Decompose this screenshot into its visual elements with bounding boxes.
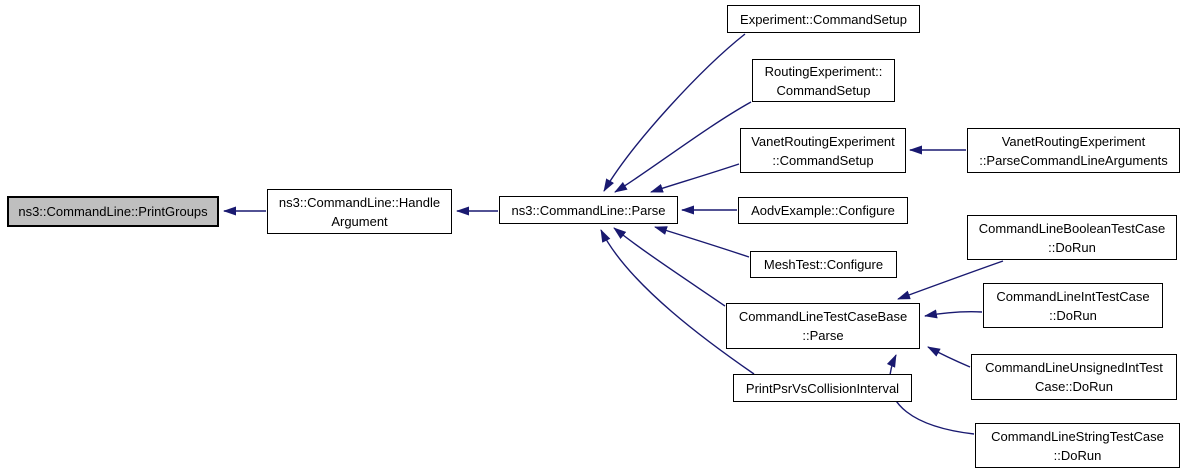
node-label: AodvExample::Configure [751, 203, 895, 218]
node-label: ::DoRun [1048, 239, 1096, 255]
node-vanetroutingexperiment-commandsetup[interactable]: VanetRoutingExperiment ::CommandSetup [740, 128, 906, 173]
node-label: ns3::CommandLine::PrintGroups [18, 204, 208, 219]
node-commandlinetestcasebase-parse[interactable]: CommandLineTestCaseBase ::Parse [726, 303, 920, 349]
node-label: CommandLineUnsignedIntTest [985, 360, 1163, 375]
node-aodvexample-configure[interactable]: AodvExample::Configure [738, 197, 908, 224]
node-label: ::CommandSetup [772, 152, 874, 168]
node-label: PrintPsrVsCollisionInterval [745, 380, 900, 396]
node-label: MeshTest::Configure [763, 257, 884, 272]
node-label: CommandLineBooleanTestCase [978, 220, 1166, 236]
edge-unsigned-int-do-run-to-cltcb-parse [927, 346, 971, 368]
node-commandlinestringtestcase-dorun[interactable]: CommandLineStringTestCase ::DoRun [975, 423, 1180, 468]
node-ns3-commandline-printgroups: ns3::CommandLine::PrintGroups [7, 196, 219, 227]
node-label: CommandSetup [776, 82, 871, 98]
edge-experiment-command-setup-to-parse [603, 33, 746, 192]
node-label: ::ParseCommandLineArguments [979, 152, 1168, 168]
node-label: CommandLineStringTestCase [991, 428, 1164, 444]
node-label: VanetRoutingExperiment [751, 133, 895, 149]
edge-print-psr-to-parse [600, 229, 755, 375]
node-label: ns3::CommandLine::Handle [278, 194, 441, 210]
node-label: RoutingExperiment:: [764, 63, 883, 79]
node-label: ::DoRun [1053, 447, 1102, 463]
node-commandlineunsignedinttestcase-dorun[interactable]: CommandLineUnsignedIntTest Case::DoRun [971, 354, 1177, 400]
node-routingexperiment-commandsetup[interactable]: RoutingExperiment:: CommandSetup [752, 59, 895, 102]
node-label: Experiment::CommandSetup [740, 11, 907, 27]
node-vanetroutingexperiment-parsecommandlinearguments[interactable]: VanetRoutingExperiment ::ParseCommandLin… [967, 128, 1180, 173]
edge-vanet-command-setup-to-parse [650, 163, 740, 193]
node-experiment-commandsetup[interactable]: Experiment::CommandSetup [727, 5, 920, 33]
edge-mesh-test-configure-to-parse [654, 226, 750, 258]
edge-string-do-run-to-cltcb-parse [886, 354, 975, 435]
edge-cltcb-parse-to-parse [613, 227, 726, 307]
node-commandlineinttestcase-dorun[interactable]: CommandLineIntTestCase ::DoRun [983, 283, 1163, 328]
edge-boolean-do-run-to-cltcb-parse [897, 260, 1004, 300]
node-label: CommandLineTestCaseBase [738, 309, 908, 324]
node-label: CommandLineIntTestCase [996, 288, 1150, 304]
node-label: ::Parse [802, 328, 844, 343]
node-label: Argument [331, 213, 388, 229]
node-printpsrvscollisioninterval[interactable]: PrintPsrVsCollisionInterval [733, 374, 912, 402]
node-ns3-commandline-parse[interactable]: ns3::CommandLine::Parse [499, 196, 678, 224]
node-commandlinebooleantestcase-dorun[interactable]: CommandLineBooleanTestCase ::DoRun [967, 215, 1177, 260]
node-meshtest-configure[interactable]: MeshTest::Configure [750, 251, 897, 278]
node-label: ::DoRun [1049, 307, 1097, 323]
node-label: Case::DoRun [1034, 379, 1114, 394]
node-label: ns3::CommandLine::Parse [511, 202, 666, 218]
edge-routing-experiment-command-setup-to-parse [614, 101, 752, 193]
edge-int-do-run-to-cltcb-parse [924, 309, 983, 319]
node-ns3-commandline-handleargument[interactable]: ns3::CommandLine::Handle Argument [267, 189, 452, 234]
node-label: VanetRoutingExperiment [1001, 133, 1146, 149]
